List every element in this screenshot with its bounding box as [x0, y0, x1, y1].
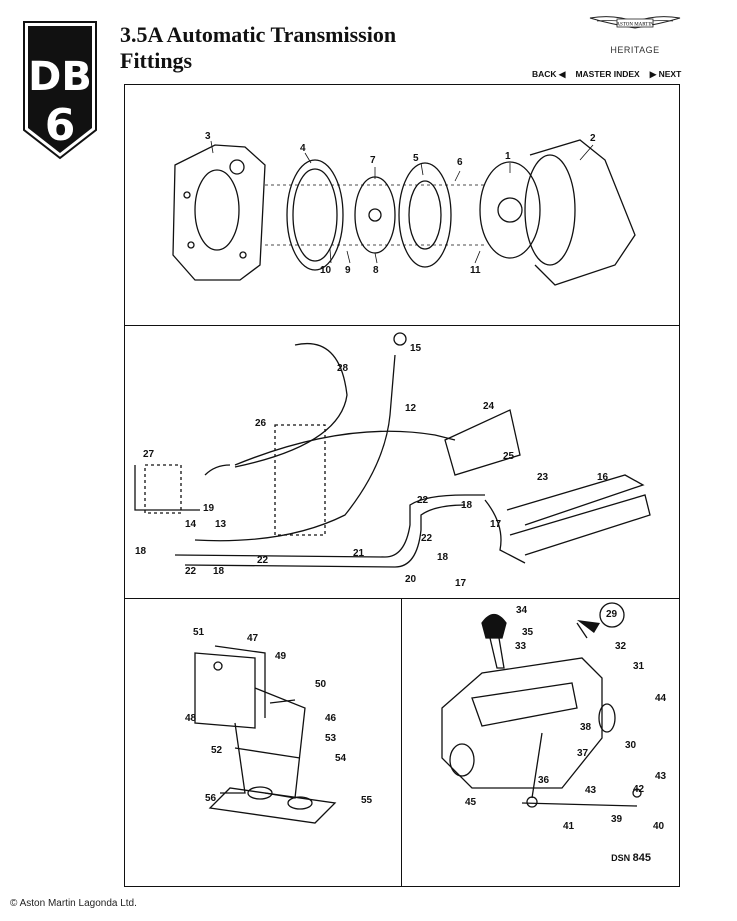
- label-29: 29: [606, 609, 618, 620]
- label-30: 30: [625, 740, 637, 751]
- label-26: 26: [255, 418, 267, 429]
- label-39: 39: [611, 814, 623, 825]
- label-38: 38: [580, 722, 592, 733]
- label-12: 12: [405, 403, 417, 414]
- label-18b: 18: [135, 546, 147, 557]
- logo-db-text: DB: [28, 54, 92, 100]
- label-17a: 17: [490, 519, 502, 530]
- label-43a: 43: [655, 771, 667, 782]
- label-3: 3: [205, 131, 211, 142]
- db6-logo: DB 6: [23, 21, 97, 160]
- label-22c: 22: [257, 555, 269, 566]
- label-6: 6: [457, 157, 463, 168]
- label-53: 53: [325, 733, 337, 744]
- label-42: 42: [633, 784, 645, 795]
- label-49: 49: [275, 651, 287, 662]
- master-index-link[interactable]: MASTER INDEX: [575, 69, 640, 79]
- panel-selector-cables: [134, 332, 651, 568]
- heritage-label: HERITAGE: [610, 45, 660, 55]
- label-9: 9: [345, 265, 351, 276]
- next-link[interactable]: ▶ NEXT: [649, 69, 682, 79]
- divider-middle: [125, 598, 679, 599]
- divider-bottom-vertical: [401, 598, 402, 886]
- label-13: 13: [215, 519, 227, 530]
- label-10: 10: [320, 265, 332, 276]
- label-16: 16: [597, 472, 609, 483]
- label-43b: 43: [585, 785, 597, 796]
- label-36: 36: [538, 775, 550, 786]
- label-17b: 17: [455, 578, 467, 589]
- label-50: 50: [315, 679, 327, 690]
- label-4: 4: [300, 143, 306, 154]
- label-55: 55: [361, 795, 373, 806]
- view-arrow-icon: [577, 620, 600, 633]
- label-44: 44: [655, 693, 667, 704]
- label-54: 54: [335, 753, 347, 764]
- label-52: 52: [211, 745, 223, 756]
- label-22a: 22: [417, 495, 429, 506]
- label-25: 25: [503, 451, 515, 462]
- label-22d: 22: [185, 566, 197, 577]
- label-51: 51: [193, 627, 205, 638]
- label-1: 1: [505, 151, 511, 162]
- label-35: 35: [522, 627, 534, 638]
- label-56: 56: [205, 793, 217, 804]
- label-34: 34: [516, 605, 528, 616]
- label-33: 33: [515, 641, 527, 652]
- label-20: 20: [405, 574, 417, 585]
- label-19: 19: [203, 503, 215, 514]
- dsn-value: 845: [632, 852, 651, 864]
- label-18c: 18: [437, 552, 449, 563]
- title-line-2: Fittings: [120, 48, 193, 73]
- label-15: 15: [410, 343, 422, 354]
- label-18a: 18: [461, 500, 473, 511]
- diagram-frame: 3 2 4 5 7 6 1 10 9 8 11 15 28 12 24 26 2…: [124, 84, 680, 887]
- label-5: 5: [413, 153, 419, 164]
- dsn-prefix: DSN: [611, 853, 631, 863]
- label-14: 14: [185, 519, 197, 530]
- label-47: 47: [247, 633, 259, 644]
- label-2: 2: [590, 133, 596, 144]
- logo-6-text: 6: [45, 100, 76, 151]
- copyright: © Aston Martin Lagonda Ltd.: [10, 898, 137, 909]
- dsn-number: DSN 845: [611, 852, 651, 864]
- label-28: 27: [143, 449, 155, 460]
- panel-gear-selector: [441, 602, 642, 808]
- label-18d: 18: [213, 566, 225, 577]
- label-8: 8: [373, 265, 379, 276]
- nav-bar: BACK ◀ MASTER INDEX ▶ NEXT: [532, 69, 681, 80]
- label-23: 23: [537, 472, 549, 483]
- label-11: 11: [470, 265, 481, 276]
- label-40: 40: [653, 821, 665, 832]
- wordmark-text: ASTON MARTIN: [616, 23, 654, 28]
- label-46: 46: [325, 713, 337, 724]
- aston-martin-brand: ASTON MARTIN HERITAGE: [585, 10, 685, 60]
- title-line-1: 3.5A Automatic Transmission: [120, 22, 397, 47]
- label-24: 24: [483, 401, 495, 412]
- page-title: 3.5A Automatic Transmission Fittings: [120, 22, 396, 74]
- panel-converter-housing: [172, 139, 636, 286]
- label-31: 31: [633, 661, 645, 672]
- panel-kickdown-pedal: [194, 645, 337, 824]
- label-21: 21: [353, 548, 365, 559]
- label-22b: 22: [421, 533, 433, 544]
- label-48: 48: [185, 713, 197, 724]
- divider-top: [125, 325, 679, 326]
- label-45: 45: [465, 797, 477, 808]
- label-37: 37: [577, 748, 589, 759]
- label-7: 7: [370, 155, 376, 166]
- label-32: 32: [615, 641, 627, 652]
- wings-logo-icon: ASTON MARTIN: [589, 16, 681, 29]
- label-27: 28: [337, 363, 349, 374]
- back-link[interactable]: BACK ◀: [532, 69, 566, 79]
- label-41: 41: [563, 821, 575, 832]
